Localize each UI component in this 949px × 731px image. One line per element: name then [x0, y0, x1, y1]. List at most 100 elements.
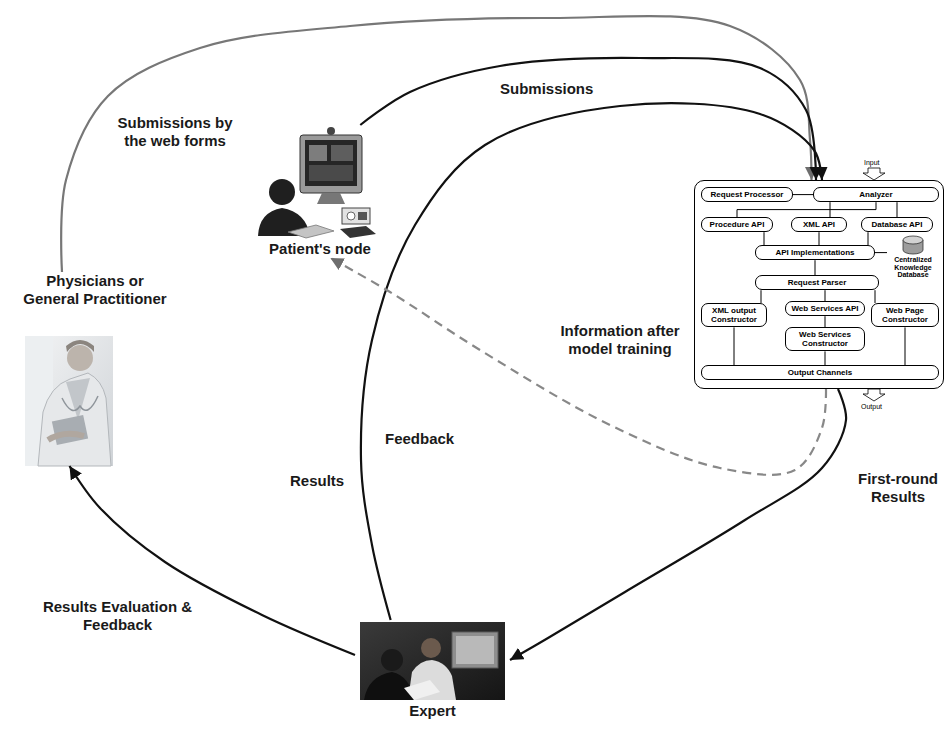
actor-node: Patient's node [255, 125, 385, 258]
node-text: Web Page Constructor [875, 306, 935, 324]
drawing-part [358, 212, 367, 220]
drawing-part [327, 127, 335, 135]
node-text: Web Services API [789, 304, 861, 313]
module-link [875, 290, 876, 303]
flow-arrow [510, 389, 846, 660]
drawing-part [364, 672, 414, 700]
module-link [737, 202, 876, 217]
module-link [875, 252, 887, 253]
api-box: XML API [791, 217, 847, 232]
node-text: Request Processor [705, 190, 789, 199]
drawing-part [452, 632, 498, 668]
edge-label: First-round Results [852, 470, 944, 506]
module-box: Analyzer [813, 187, 939, 202]
drawing-part [25, 336, 113, 466]
port-label: Output [861, 403, 882, 411]
drawing-part [62, 396, 98, 411]
edge-label: Information after model training [545, 322, 695, 358]
edge-label: Feedback [385, 430, 454, 448]
flow-label: Results [290, 472, 344, 490]
drawing-part [300, 135, 362, 193]
api-box: Procedure API [701, 217, 773, 232]
node-text: XML output Constructor [705, 306, 763, 324]
drawing-part [66, 340, 94, 352]
module-box: Request Processor [701, 187, 793, 202]
module-box: Request Parser [755, 275, 879, 290]
drawing-part [288, 225, 334, 238]
node-text: Procedure API [705, 220, 769, 229]
drawing-part [309, 145, 327, 161]
input-arrow [863, 168, 885, 180]
drawing-part [456, 636, 494, 664]
drawing-part [305, 140, 357, 186]
drawing-part [67, 345, 93, 371]
drawing-part [269, 179, 295, 205]
drawing-part [309, 165, 353, 181]
drawing-part [48, 434, 84, 440]
module-box: Web Page Constructor [871, 303, 939, 327]
drawing-part [342, 208, 370, 224]
database-cylinder [901, 235, 925, 255]
drawing-part [52, 415, 88, 445]
drawing-part [404, 680, 440, 700]
edge-label: Submissions by the web forms [105, 114, 245, 150]
module-link [825, 351, 826, 365]
port-label: Input [864, 159, 880, 167]
actor-node: Expert [355, 620, 510, 720]
drawing-part [66, 378, 90, 420]
module-link [793, 194, 813, 195]
flow-arrow [61, 16, 811, 272]
node-text: Physicians or General Practitioner [20, 272, 170, 308]
physician-photo [25, 336, 113, 466]
node-text: Centralized Knowledge Database [888, 256, 938, 279]
module-link [819, 232, 820, 245]
drawing-part [421, 638, 441, 658]
module-link [897, 202, 898, 217]
node-text: Analyzer [817, 190, 935, 199]
node-text: Database API [865, 220, 929, 229]
node-text: Output Channels [705, 368, 935, 377]
drawing-part [347, 212, 355, 220]
server-box: Request Processor AnalyzerProcedure API XM… [694, 180, 944, 389]
node-text: Patient's node [269, 240, 371, 258]
node-text: Request Parser [759, 278, 875, 287]
expert-photo [360, 622, 505, 700]
module-link [825, 290, 826, 301]
module-link [868, 232, 869, 245]
cylinder-top [903, 236, 923, 244]
drawing-part [331, 145, 353, 161]
edge-label: Submissions [500, 80, 593, 98]
module-box: XML output Constructor [701, 303, 767, 327]
module-link [825, 316, 826, 327]
module-box: Web Services Constructor [785, 327, 865, 351]
drawing-part [340, 226, 376, 238]
drawing-part [360, 622, 505, 700]
module-box: Output Channels [701, 365, 939, 380]
drawing-part [317, 193, 345, 204]
module-box: API Implementations [755, 245, 875, 260]
node-text: XML API [795, 220, 843, 229]
node-text: API Implementations [759, 248, 871, 257]
api-box: Web Services API [785, 301, 865, 316]
drawing-part [863, 389, 885, 401]
module-link [905, 327, 906, 365]
module-link [761, 290, 762, 303]
connector-group [61, 16, 905, 660]
output-arrow [863, 389, 885, 401]
module-link [764, 232, 765, 245]
module-link [830, 202, 831, 217]
node-text: Web Services Constructor [789, 330, 861, 348]
edge-label: Results Evaluation & Feedback [30, 598, 205, 634]
api-box: Database API [861, 217, 933, 232]
module-link [734, 327, 735, 365]
module-link [815, 260, 816, 275]
database-node: Centralized Knowledge Database [887, 235, 939, 279]
drawing-part [863, 168, 885, 180]
drawing-part [381, 649, 403, 671]
flow-arrow [360, 58, 816, 180]
actor-node: Physicians or General Practitioner [20, 272, 170, 466]
drawing-part [38, 373, 111, 466]
node-text: Expert [409, 702, 456, 720]
patient-station-icon [258, 127, 376, 238]
